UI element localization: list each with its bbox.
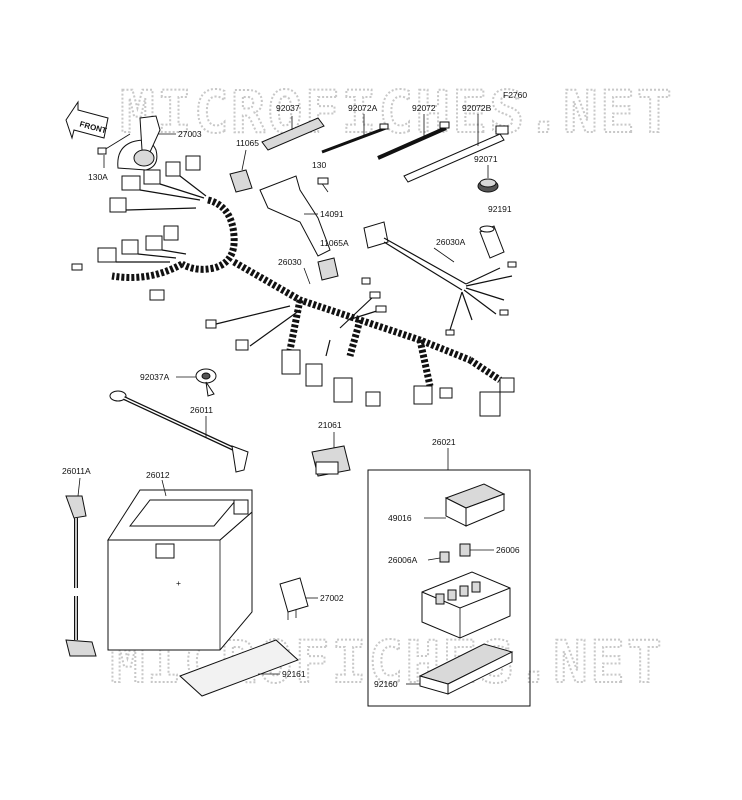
fuse-26006	[459, 543, 471, 557]
label-92191: 92191	[488, 204, 512, 214]
label-92072b: 92072B	[462, 103, 492, 113]
sub-harness-26030a	[363, 221, 517, 336]
label-92160: 92160	[374, 679, 398, 689]
label-11065a: 11065A	[320, 238, 349, 248]
relay-27002	[279, 577, 309, 620]
label-92071: 92071	[474, 154, 498, 164]
label-27003: 27003	[178, 129, 202, 139]
clip-11065a	[317, 257, 339, 281]
label-92161: 92161	[282, 669, 306, 679]
cover-49016	[444, 483, 506, 527]
label-92072a: 92072A	[348, 103, 378, 113]
grommet-92071	[477, 178, 499, 193]
tube-92191	[479, 225, 505, 259]
label-92037: 92037	[276, 103, 300, 113]
label-26021: 26021	[432, 437, 456, 447]
svg-text:+: +	[176, 578, 181, 588]
label-26030: 26030	[278, 257, 302, 267]
label-26030a: 26030A	[436, 237, 466, 247]
fuse-box-body	[421, 571, 511, 639]
watermark-top: MICROFICHES.NET	[120, 78, 674, 146]
clamp-92037a	[195, 368, 217, 397]
label-26012: 26012	[146, 470, 170, 480]
tie-92072b	[403, 125, 509, 183]
relay-21061	[311, 445, 351, 477]
battery-cable-26011	[109, 390, 249, 473]
label-21061: 21061	[318, 420, 342, 430]
horn	[117, 115, 161, 171]
label-92072: 92072	[412, 103, 436, 113]
label-11065: 11065	[236, 138, 259, 148]
label-26011: 26011	[190, 405, 213, 415]
cover-92160	[418, 643, 514, 695]
label-26011a: 26011A	[62, 466, 91, 476]
main-harness-26030	[71, 155, 515, 417]
label-27002: 27002	[320, 593, 344, 603]
sheet-92161	[179, 639, 299, 697]
bolt-130a	[97, 133, 131, 155]
tie-92072a	[321, 123, 389, 154]
label-26006a: 26006A	[388, 555, 418, 565]
clip-11065	[229, 169, 253, 193]
figure-code: F2760	[503, 90, 527, 100]
fusebox-assembly-frame	[367, 469, 531, 707]
label-130a: 130A	[88, 172, 108, 182]
label-14091: 14091	[320, 209, 344, 219]
strap-92037	[261, 117, 325, 151]
cable-26011a	[65, 495, 97, 657]
label-26006: 26006	[496, 545, 520, 555]
tie-92072	[377, 121, 450, 160]
fuse-26006a	[439, 551, 450, 563]
bracket-14091	[259, 175, 331, 257]
bolt-130	[317, 177, 329, 193]
front-arrow-icon: FRONT	[65, 100, 109, 140]
label-130: 130	[312, 160, 326, 170]
label-49016: 49016	[388, 513, 412, 523]
label-92037a: 92037A	[140, 372, 170, 382]
battery-26012: +	[107, 489, 253, 651]
